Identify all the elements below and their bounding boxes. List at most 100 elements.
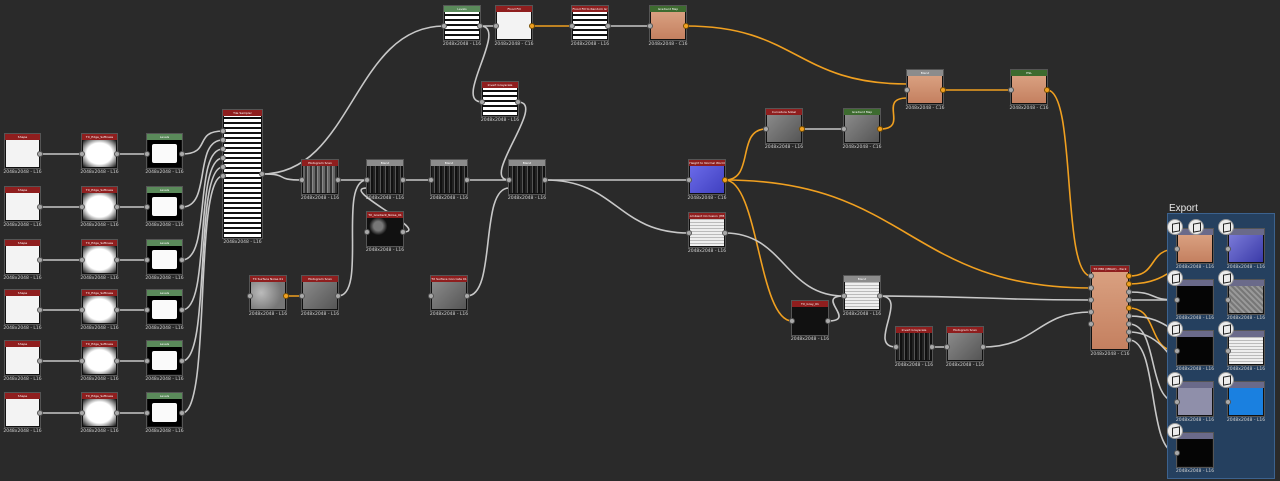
export-cube-icon[interactable] — [1218, 270, 1234, 286]
output-port[interactable] — [799, 126, 805, 132]
connection-port[interactable] — [1174, 297, 1180, 303]
connection-port[interactable] — [1174, 399, 1180, 405]
connection-port[interactable] — [144, 307, 150, 313]
connection-port[interactable] — [929, 344, 935, 350]
export-cube-icon[interactable] — [1218, 321, 1234, 337]
connection-port[interactable] — [179, 151, 185, 157]
export-cube-icon[interactable] — [1167, 270, 1183, 286]
output-port[interactable] — [529, 23, 535, 29]
connection-port[interactable] — [400, 177, 406, 183]
connection-port[interactable] — [1088, 297, 1094, 303]
connection-port[interactable] — [1088, 309, 1094, 315]
connection-port[interactable] — [179, 307, 185, 313]
connection-port[interactable] — [144, 410, 150, 416]
connection-port[interactable] — [299, 293, 305, 299]
connection-port[interactable] — [37, 204, 43, 210]
connection-port[interactable] — [686, 177, 692, 183]
connection-port[interactable] — [114, 307, 120, 313]
connection-port[interactable] — [79, 307, 85, 313]
connection-port[interactable] — [1126, 289, 1132, 295]
connection-port[interactable] — [515, 99, 521, 105]
connection-port[interactable] — [114, 204, 120, 210]
connection-port[interactable] — [904, 87, 910, 93]
connection-port[interactable] — [79, 204, 85, 210]
connection-port[interactable] — [114, 358, 120, 364]
connection-port[interactable] — [1225, 399, 1231, 405]
connection-port[interactable] — [144, 257, 150, 263]
output-node-out-gray1[interactable]: 2048x2048 - L16 — [1227, 280, 1265, 321]
connection-port[interactable] — [220, 146, 226, 152]
connection-port[interactable] — [37, 151, 43, 157]
output-port[interactable] — [683, 23, 689, 29]
output-port[interactable] — [1044, 87, 1050, 93]
export-cube-icon[interactable] — [1167, 372, 1183, 388]
output-node-out-normal[interactable]: 2048x2048 - L16 — [1227, 229, 1265, 270]
connection-port[interactable] — [1174, 246, 1180, 252]
connection-port[interactable] — [114, 151, 120, 157]
connection-port[interactable] — [789, 318, 795, 324]
export-cube-icon[interactable] — [1218, 372, 1234, 388]
connection-port[interactable] — [1174, 348, 1180, 354]
output-port[interactable] — [722, 177, 728, 183]
output-port[interactable] — [283, 293, 289, 299]
connection-port[interactable] — [144, 358, 150, 364]
connection-port[interactable] — [825, 318, 831, 324]
connection-port[interactable] — [247, 293, 253, 299]
connection-port[interactable] — [605, 23, 611, 29]
connection-port[interactable] — [1126, 321, 1132, 327]
output-node-out-black3[interactable]: 2048x2048 - L16 — [1176, 433, 1214, 474]
connection-port[interactable] — [1126, 297, 1132, 303]
connection-port[interactable] — [980, 344, 986, 350]
connection-port[interactable] — [686, 230, 692, 236]
export-cube-icon[interactable] — [1188, 219, 1204, 235]
connection-port[interactable] — [114, 257, 120, 263]
connection-port[interactable] — [1126, 337, 1132, 343]
connection-port[interactable] — [477, 23, 483, 29]
output-port[interactable] — [1126, 281, 1132, 287]
connection-port[interactable] — [877, 293, 883, 299]
connection-port[interactable] — [37, 358, 43, 364]
connection-port[interactable] — [179, 257, 185, 263]
connection-port[interactable] — [569, 23, 575, 29]
connection-port[interactable] — [428, 293, 434, 299]
connection-port[interactable] — [220, 137, 226, 143]
output-port[interactable] — [940, 87, 946, 93]
connection-port[interactable] — [79, 410, 85, 416]
export-cube-icon[interactable] — [1167, 321, 1183, 337]
output-port[interactable] — [877, 126, 883, 132]
connection-port[interactable] — [944, 344, 950, 350]
connection-port[interactable] — [299, 177, 305, 183]
connection-port[interactable] — [893, 344, 899, 350]
connection-port[interactable] — [144, 151, 150, 157]
connection-port[interactable] — [37, 410, 43, 416]
connection-port[interactable] — [722, 230, 728, 236]
connection-port[interactable] — [493, 23, 499, 29]
